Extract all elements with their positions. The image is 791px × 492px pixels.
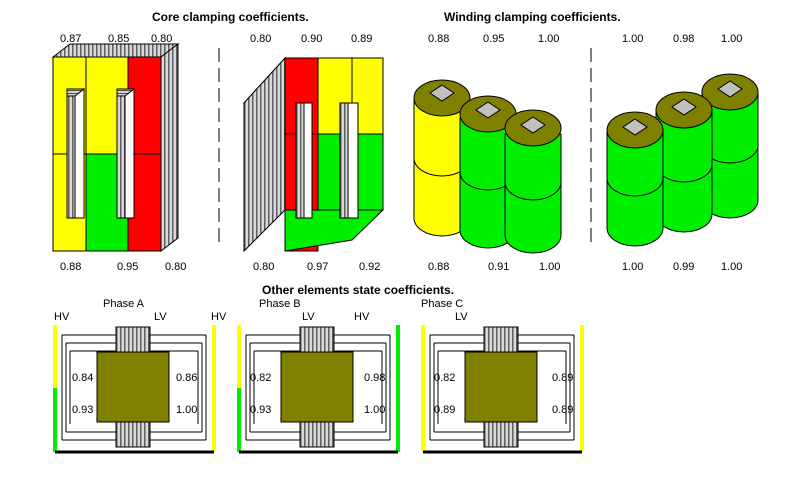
wind-left-top-1: 0.88 <box>428 33 450 45</box>
wind-right-top-1: 1.00 <box>622 33 644 45</box>
phase-a-name: Phase A <box>103 298 144 310</box>
core-right-top-1: 0.80 <box>250 33 272 45</box>
phase-b-name: Phase B <box>259 298 301 310</box>
phase-c-diagram <box>421 325 584 454</box>
core-left-top-2: 0.85 <box>108 33 130 45</box>
phase-c-v1: 0.82 <box>434 372 456 384</box>
core-left-bottom-1: 0.88 <box>60 261 82 273</box>
windings-right <box>606 73 759 247</box>
core-right <box>242 56 385 253</box>
phase-c-v2: 0.89 <box>434 404 456 416</box>
phase-b-right-label: HV <box>354 311 370 323</box>
wind-left-top-3: 1.00 <box>538 33 560 45</box>
wind-right-bottom-3: 1.00 <box>721 261 743 273</box>
phase-b-v3: 0.98 <box>364 372 386 384</box>
wind-right-top-3: 1.00 <box>721 33 743 45</box>
winding-title: Winding clamping coefficients. <box>444 10 621 24</box>
wind-right-bottom-1: 1.00 <box>622 261 644 273</box>
core-left-bottom-3: 0.80 <box>165 261 187 273</box>
phase-a-mid-label: LV <box>154 311 167 323</box>
core-right-top-3: 0.89 <box>351 33 373 45</box>
windings-left <box>413 79 562 254</box>
wind-right-bottom-2: 0.99 <box>673 261 695 273</box>
phase-a-right-label: HV <box>211 311 227 323</box>
wind-left-top-2: 0.95 <box>483 33 505 45</box>
phase-b-v1: 0.82 <box>250 372 272 384</box>
phase-a-diagram <box>53 325 216 454</box>
core-left <box>51 42 180 253</box>
wind-left-bottom-1: 0.88 <box>428 261 450 273</box>
core-right-bottom-1: 0.80 <box>253 261 275 273</box>
phase-a-v4: 1.00 <box>176 404 198 416</box>
phase-b-mid-label: LV <box>302 311 315 323</box>
phase-c-mid-label: LV <box>455 311 468 323</box>
phase-c-v3: 0.89 <box>552 372 574 384</box>
core-title: Core clamping coefficients. <box>152 10 309 24</box>
phase-c-name: Phase C <box>421 298 464 310</box>
phase-a-left-label: HV <box>54 311 70 323</box>
phase-a-v1: 0.84 <box>72 372 94 384</box>
phase-a-v3: 0.86 <box>176 372 198 384</box>
wind-right-top-2: 0.98 <box>673 33 695 45</box>
core-left-bottom-2: 0.95 <box>117 261 139 273</box>
phase-b-v4: 1.00 <box>364 404 386 416</box>
phase-c-v4: 0.89 <box>552 404 574 416</box>
phase-b-diagram <box>237 325 400 454</box>
phase-a-v2: 0.93 <box>72 404 94 416</box>
core-right-bottom-2: 0.97 <box>307 261 329 273</box>
core-right-top-2: 0.90 <box>301 33 323 45</box>
other-title: Other elements state coefficients. <box>262 283 455 297</box>
wind-left-bottom-2: 0.91 <box>488 261 510 273</box>
core-left-top-1: 0.87 <box>60 33 82 45</box>
wind-left-bottom-3: 1.00 <box>539 261 561 273</box>
core-right-bottom-3: 0.92 <box>359 261 381 273</box>
core-left-top-3: 0.80 <box>151 33 173 45</box>
phase-b-v2: 0.93 <box>250 404 272 416</box>
